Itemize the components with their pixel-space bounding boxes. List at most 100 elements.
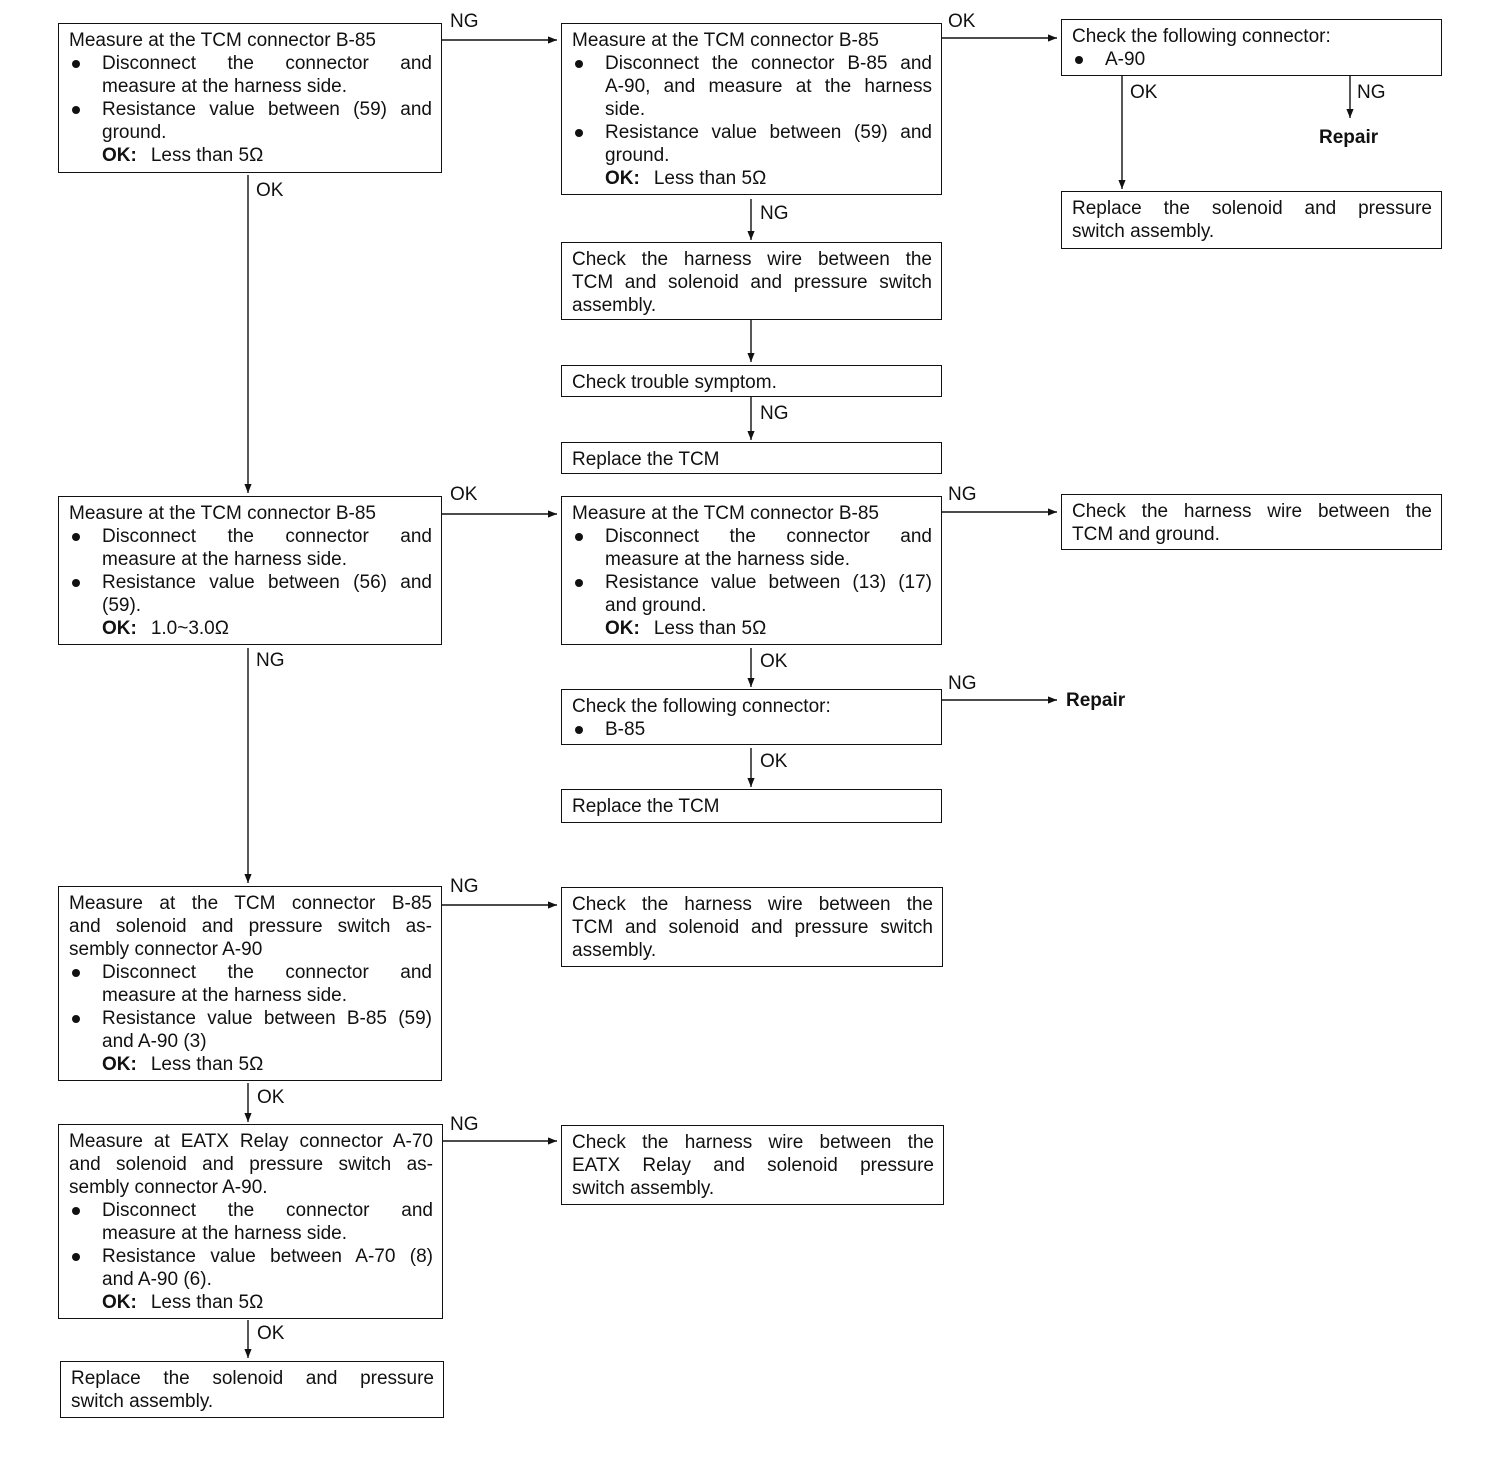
label-b15-b16-ng: NG	[450, 1114, 479, 1135]
bullet-text-line: side.	[605, 99, 646, 120]
ok-label: OK	[102, 1292, 131, 1313]
step-box-6: Check trouble symptom.	[561, 365, 942, 397]
bullet-text-line: Disconnect the connector and	[102, 53, 432, 74]
box-text-line: TCM and solenoid and pressure switch	[572, 917, 933, 938]
bullet-text-line: measure at the harness side.	[102, 1223, 348, 1244]
bullet-text-line: and A-90 (6).	[102, 1269, 212, 1290]
label-b11-repair-ng: NG	[948, 673, 977, 694]
bullet-text-line: Resistance value between A-70 (8)	[102, 1246, 433, 1267]
box-text-line: sembly connector A-90.	[69, 1177, 268, 1198]
box-text-line: Measure at the TCM connector B-85	[69, 30, 376, 51]
box-text-line: Check the following connector:	[572, 696, 831, 717]
step-box-7: Replace the TCM	[561, 442, 942, 474]
box-text-line: Measure at the TCM connector B-85	[69, 893, 432, 914]
bullet-text-line: measure at the harness side.	[102, 549, 348, 570]
step-box-3: Check the following connector:A-90	[1061, 19, 1442, 76]
label-b2-b3-ok: OK	[948, 11, 976, 32]
box-text-line: and solenoid and pressure switch as-	[69, 916, 432, 937]
box-text-line: Replace the solenoid and pressure	[71, 1368, 434, 1389]
box-text-line: sembly connector A-90	[69, 939, 263, 960]
bullet-text-line: Disconnect the connector B-85 and	[605, 53, 932, 74]
ok-label: OK	[102, 145, 131, 166]
bullet-item: Resistance value between (56) and(59).	[69, 571, 432, 617]
box-text-line: Check the harness wire between the	[572, 249, 932, 270]
label-b15-b17-ok: OK	[257, 1323, 285, 1344]
bullet-text-line: Disconnect the connector and	[605, 526, 932, 547]
label-b9-b11-ok: OK	[760, 651, 788, 672]
box-text-line: Replace the TCM	[572, 449, 720, 470]
box-text-line: switch assembly.	[572, 1178, 715, 1199]
box-text-line: Check the following connector:	[1072, 26, 1331, 47]
ok-label: OK	[605, 618, 634, 639]
box-text-line: Check the harness wire between the	[1072, 501, 1432, 522]
box-text-line: switch assembly.	[1072, 221, 1215, 242]
box-text-line: switch assembly.	[71, 1391, 214, 1412]
ok-label: OK	[102, 618, 131, 639]
label-b13-b15-ok: OK	[257, 1087, 285, 1108]
ok-value: Less than 5Ω	[150, 145, 264, 166]
label-b1-b2-ng: NG	[450, 11, 479, 32]
ok-value: Less than 5Ω	[150, 1292, 264, 1313]
ok-value: Less than 5Ω	[150, 1054, 264, 1075]
bullet-text-line: and A-90 (3)	[102, 1031, 207, 1052]
box-text-line: Replace the solenoid and pressure	[1072, 198, 1432, 219]
ok-value: 1.0~3.0Ω	[150, 618, 229, 639]
box-text-line: Check the harness wire between the	[572, 1132, 934, 1153]
bullet-text-line: A-90, and measure at the harness	[605, 76, 932, 97]
bullet-text-line: (59).	[102, 595, 142, 616]
bullet-text-line: Disconnect the connector and	[102, 526, 432, 547]
bullet-item: A-90	[1072, 48, 1432, 71]
bullet-text-line: measure at the harness side.	[102, 985, 348, 1006]
box-text-line: assembly.	[572, 295, 657, 316]
label-b8-b13-ng: NG	[256, 650, 285, 671]
bullet-text-line: B-85	[605, 719, 646, 740]
box-text-line: Measure at the TCM connector B-85	[69, 503, 376, 524]
label-b3-b4-ok: OK	[1130, 82, 1158, 103]
box-text-line: and solenoid and pressure switch as-	[69, 1154, 433, 1175]
box-text-line: TCM and solenoid and pressure switch	[572, 272, 932, 293]
box-text-line: Measure at the TCM connector B-85	[572, 30, 879, 51]
repair-text-1: Repair	[1319, 127, 1379, 148]
box-text-line: Replace the TCM	[572, 796, 720, 817]
label-b1-b8-ok: OK	[256, 180, 284, 201]
label-b9-b10-ng: NG	[948, 484, 977, 505]
bullet-text-line: Disconnect the connector and	[102, 1200, 433, 1221]
repair-text-2: Repair	[1066, 690, 1126, 711]
bullet-text-line: Resistance value between B-85 (59)	[102, 1008, 432, 1029]
box-text-line: TCM and ground.	[1072, 524, 1220, 545]
ok-criterion: OK:1.0~3.0Ω	[102, 618, 229, 639]
box-text-line: Check trouble symptom.	[572, 372, 777, 393]
ok-criterion: OK:Less than 5Ω	[605, 618, 767, 639]
bullet-item: B-85	[572, 718, 932, 741]
label-b3-repair-ng: NG	[1357, 82, 1386, 103]
bullet-text-line: Disconnect the connector and	[102, 962, 432, 983]
bullet-item: Resistance value between A-70 (8)and A-9…	[69, 1245, 433, 1291]
step-box-12: Replace the TCM	[561, 789, 942, 823]
ok-criterion: OK:Less than 5Ω	[605, 168, 767, 189]
ok-label: OK	[605, 168, 634, 189]
box-text-line: Check the harness wire between the	[572, 894, 933, 915]
box-text-line: EATX Relay and solenoid pressure	[572, 1155, 934, 1176]
bullet-text-line: measure at the harness side.	[605, 549, 851, 570]
bullet-item: Resistance value between (13) (17)and gr…	[572, 571, 932, 617]
ok-value: Less than 5Ω	[653, 168, 767, 189]
